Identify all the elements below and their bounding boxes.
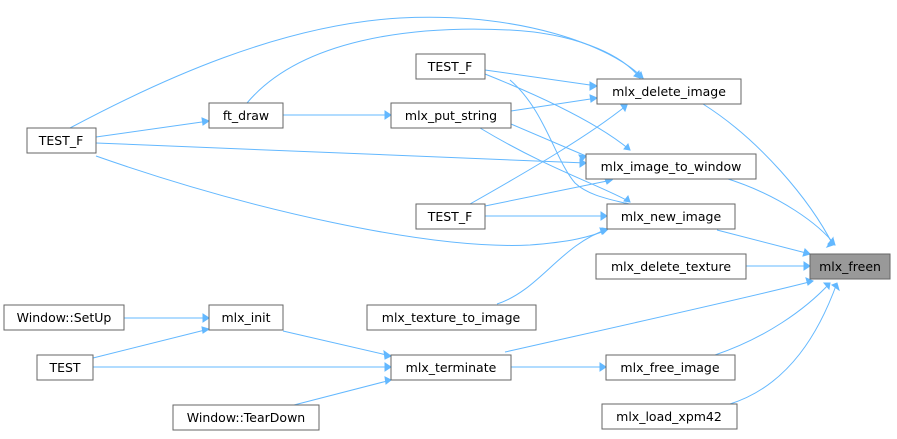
edge-window_setup-to-mlx_init <box>124 313 210 323</box>
edge-mlx_texture_to_image-to-mlx_new_image <box>496 227 610 305</box>
node-mlx-delete-texture[interactable]: mlx_delete_texture <box>595 253 747 280</box>
svg-text:mlx_put_string: mlx_put_string <box>405 108 497 123</box>
svg-text:ft_draw: ft_draw <box>223 108 269 123</box>
svg-text:TEST_F: TEST_F <box>427 59 473 74</box>
edge-mlx_new_image-to-mlx_freen <box>716 229 811 257</box>
node-layer: mlx_freen mlx_delete_image mlx_image_to_… <box>3 53 891 431</box>
node-mlx-load-xpm42[interactable]: mlx_load_xpm42 <box>601 403 738 430</box>
svg-text:TEST_F: TEST_F <box>427 209 473 224</box>
svg-text:mlx_delete_texture: mlx_delete_texture <box>611 259 731 274</box>
node-test-f-mid[interactable]: TEST_F <box>415 203 486 230</box>
svg-text:mlx_freen: mlx_freen <box>819 259 881 274</box>
node-mlx-terminate[interactable]: mlx_terminate <box>390 354 512 381</box>
svg-text:mlx_terminate: mlx_terminate <box>406 360 497 375</box>
node-mlx-delete-image[interactable]: mlx_delete_image <box>596 78 742 105</box>
edge-test-to-mlx_terminate <box>93 362 392 372</box>
node-mlx-init[interactable]: mlx_init <box>208 304 284 331</box>
node-test-f-top[interactable]: TEST_F <box>415 53 486 80</box>
edge-mlx_put_string-to-mlx_delete_image <box>510 94 599 112</box>
svg-text:mlx_new_image: mlx_new_image <box>621 209 722 224</box>
svg-text:mlx_free_image: mlx_free_image <box>620 360 719 375</box>
edge-test_f_mid-to-mlx_image_to_window <box>484 178 614 207</box>
edge-layer <box>69 16 840 406</box>
svg-text:mlx_init: mlx_init <box>221 310 270 325</box>
node-mlx-free-image[interactable]: mlx_free_image <box>605 354 736 381</box>
edge-window_teardown-to-mlx_terminate <box>293 376 392 406</box>
edge-test_f_left-to-ft_draw <box>95 117 211 138</box>
node-mlx-freen[interactable]: mlx_freen <box>809 253 891 280</box>
edge-test_f_top-to-mlx_image_to_window <box>484 73 631 151</box>
svg-text:mlx_texture_to_image: mlx_texture_to_image <box>382 310 521 325</box>
edge-mlx_terminate-to-mlx_freen <box>504 277 814 353</box>
edge-mlx_image_to_window-to-mlx_freen <box>724 177 836 246</box>
node-mlx-new-image[interactable]: mlx_new_image <box>606 203 736 230</box>
edge-ft_draw-to-mlx_put_string <box>283 110 392 120</box>
edge-mlx_put_string-to-mlx_new_image <box>479 127 631 203</box>
svg-text:TEST_F: TEST_F <box>38 133 84 148</box>
edge-test-to-mlx_init <box>92 326 211 359</box>
svg-text:mlx_load_xpm42: mlx_load_xpm42 <box>616 409 722 424</box>
svg-text:Window::TearDown: Window::TearDown <box>187 410 305 425</box>
edge-test_f_mid-to-mlx_new_image <box>485 211 608 221</box>
edge-mlx_init-to-mlx_terminate <box>282 330 392 360</box>
node-mlx-texture-to-image[interactable]: mlx_texture_to_image <box>366 304 537 331</box>
node-test-f-left[interactable]: TEST_F <box>26 127 97 154</box>
svg-text:mlx_image_to_window: mlx_image_to_window <box>601 159 742 174</box>
node-test[interactable]: TEST <box>36 354 94 381</box>
svg-text:Window::SetUp: Window::SetUp <box>17 310 112 325</box>
node-window-setup[interactable]: Window::SetUp <box>3 304 125 331</box>
edge-mlx_free_image-to-mlx_freen <box>714 282 831 356</box>
edge-mlx_terminate-to-mlx_free_image <box>511 362 607 372</box>
node-window-teardown[interactable]: Window::TearDown <box>172 404 320 431</box>
edge-test_f_left-to-mlx_delete_image <box>69 16 644 129</box>
svg-text:mlx_delete_image: mlx_delete_image <box>612 84 726 99</box>
svg-text:TEST: TEST <box>48 360 80 375</box>
edge-mlx_delete_texture-to-mlx_freen <box>746 261 811 271</box>
node-mlx-put-string[interactable]: mlx_put_string <box>390 102 512 129</box>
node-mlx-image-to-window[interactable]: mlx_image_to_window <box>585 153 757 180</box>
edge-mlx_put_string-to-mlx_image_to_window <box>510 123 587 162</box>
edge-test_f_top-to-mlx_delete_image <box>484 69 599 91</box>
node-ft-draw[interactable]: ft_draw <box>208 102 284 129</box>
edge-mlx_load_xpm42-to-mlx_freen <box>729 282 840 405</box>
